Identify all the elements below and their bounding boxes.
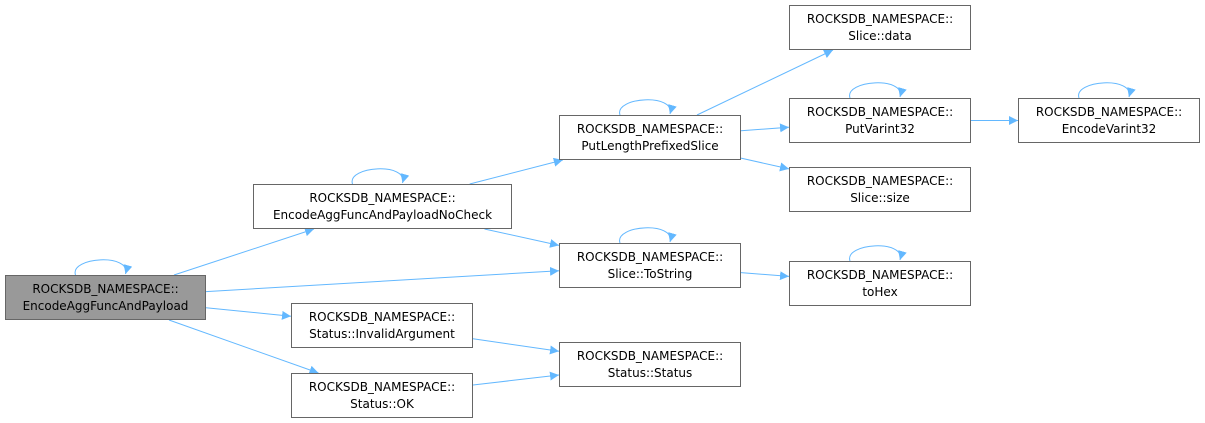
node-function-label: EncodeVarint32 (1061, 121, 1157, 136)
node-slice-to-string[interactable]: ROCKSDB_NAMESPACE:: Slice::ToString (559, 243, 741, 288)
edge-arrow (472, 371, 560, 386)
node-status-invalid-argument[interactable]: ROCKSDB_NAMESPACE:: Status::InvalidArgum… (291, 303, 473, 348)
edge-arrow (740, 157, 790, 172)
node-to-hex[interactable]: ROCKSDB_NAMESPACE:: toHex (789, 261, 971, 306)
edge-arrow (205, 266, 560, 293)
node-encode-agg-func-and-payload: ROCKSDB_NAMESPACE:: EncodeAggFuncAndPayl… (5, 275, 206, 320)
node-function-label: PutVarint32 (845, 121, 915, 136)
node-function-label: Slice::ToString (607, 266, 693, 281)
self-loop-arrow (351, 168, 410, 185)
edge-arrow (484, 228, 560, 248)
node-put-varint32[interactable]: ROCKSDB_NAMESPACE:: PutVarint32 (789, 98, 971, 143)
self-loop-arrow (849, 245, 907, 262)
node-namespace-label: ROCKSDB_NAMESPACE:: (308, 309, 456, 324)
edge-arrow (696, 49, 834, 116)
node-function-label: Slice::size (850, 190, 910, 205)
edge-arrow (472, 338, 560, 355)
self-loop-arrow (619, 227, 677, 244)
edge-arrow (168, 319, 319, 375)
node-function-label: PutLengthPrefixedSlice (581, 138, 719, 153)
self-loop-arrow (1078, 82, 1136, 99)
node-namespace-label: ROCKSDB_NAMESPACE:: (806, 11, 954, 26)
node-namespace-label: ROCKSDB_NAMESPACE:: (576, 121, 724, 136)
node-namespace-label: ROCKSDB_NAMESPACE:: (576, 348, 724, 363)
node-function-label: toHex (862, 284, 898, 299)
node-namespace-label: ROCKSDB_NAMESPACE:: (308, 379, 456, 394)
node-namespace-label: ROCKSDB_NAMESPACE:: (576, 249, 724, 264)
node-function-label: Status::InvalidArgument (309, 326, 455, 341)
node-namespace-label: ROCKSDB_NAMESPACE:: (309, 190, 456, 205)
self-loop-arrow (619, 99, 677, 116)
node-namespace-label: ROCKSDB_NAMESPACE:: (806, 173, 954, 188)
node-slice-size[interactable]: ROCKSDB_NAMESPACE:: Slice::size (789, 167, 971, 212)
node-put-length-prefixed-slice[interactable]: ROCKSDB_NAMESPACE:: PutLengthPrefixedSli… (559, 115, 741, 160)
node-encode-varint32[interactable]: ROCKSDB_NAMESPACE:: EncodeVarint32 (1018, 98, 1200, 143)
node-function-label: Status::OK (350, 396, 414, 411)
edge-arrow (469, 157, 563, 185)
node-namespace-label: ROCKSDB_NAMESPACE:: (806, 104, 954, 119)
edge-arrow (740, 271, 790, 281)
edge-arrow (205, 307, 292, 320)
node-namespace-label: ROCKSDB_NAMESPACE:: (1035, 104, 1183, 119)
node-function-label: Status::Status (607, 365, 693, 380)
edge-arrow (740, 123, 790, 133)
node-namespace-label: ROCKSDB_NAMESPACE:: (806, 267, 954, 282)
self-loop-arrow (849, 82, 907, 99)
node-status-ok[interactable]: ROCKSDB_NAMESPACE:: Status::OK (291, 373, 473, 418)
edge-arrow (173, 227, 315, 276)
node-function-label: EncodeAggFuncAndPayloadNoCheck (272, 207, 493, 222)
node-status-status[interactable]: ROCKSDB_NAMESPACE:: Status::Status (559, 342, 741, 387)
node-function-label: EncodeAggFuncAndPayload (22, 298, 189, 313)
node-namespace-label: ROCKSDB_NAMESPACE:: (32, 281, 179, 296)
node-encode-agg-func-and-payload-no-check[interactable]: ROCKSDB_NAMESPACE:: EncodeAggFuncAndPayl… (253, 184, 512, 229)
node-function-label: Slice::data (848, 28, 912, 43)
node-slice-data[interactable]: ROCKSDB_NAMESPACE:: Slice::data (789, 5, 971, 50)
self-loop-arrow (74, 259, 133, 276)
